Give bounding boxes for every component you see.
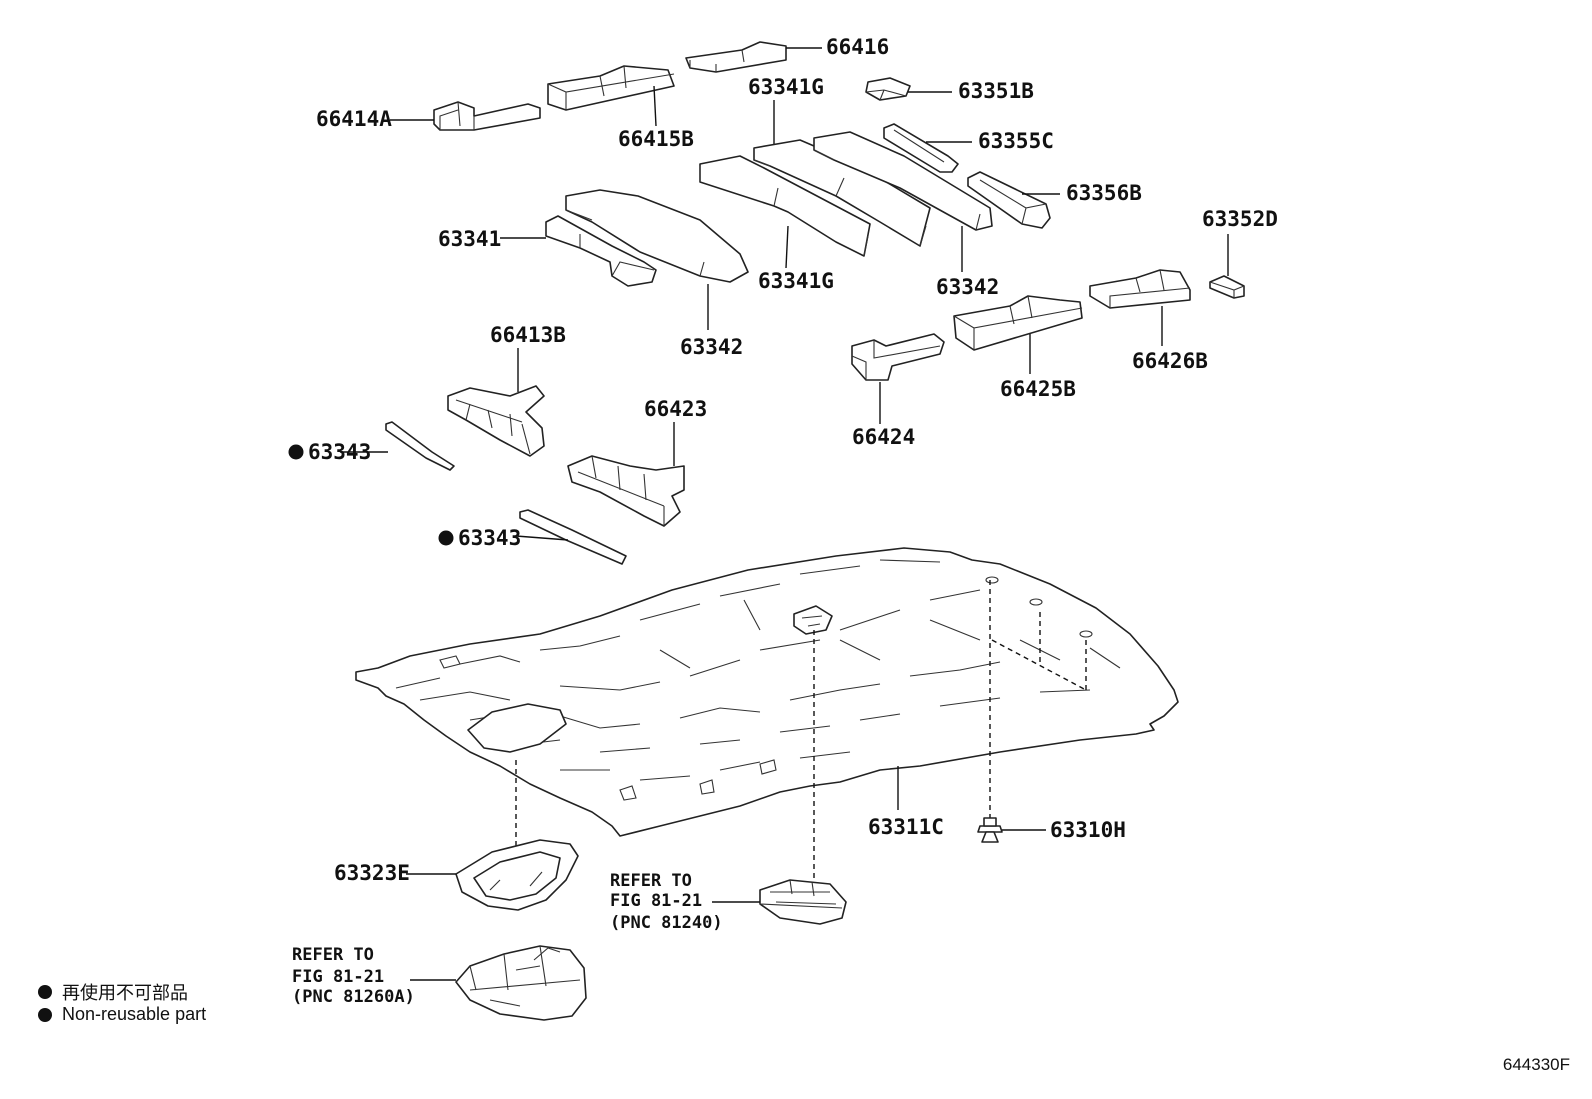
part-63351B-pad: [865, 77, 911, 101]
label-66414A: 66414A: [316, 107, 392, 131]
part-66415B-pad: [547, 65, 675, 111]
label-66416: 66416: [826, 35, 889, 59]
part-63343-strip-a: [385, 421, 455, 471]
label-63351B: 63351B: [958, 79, 1034, 103]
label-63310H: 63310H: [1050, 818, 1126, 842]
non-reusable-dot-a: [288, 444, 304, 460]
part-63342-panel-right: [813, 131, 993, 231]
label-63343-a: 63343: [308, 440, 371, 464]
legend-japanese-row: 再使用不可部品: [38, 979, 188, 1005]
legend-japanese-text: 再使用不可部品: [62, 983, 188, 1003]
label-63311C: 63311C: [868, 815, 944, 839]
ref-console-line2: FIG 81-21: [292, 967, 384, 987]
part-66413B-pad: [447, 385, 545, 457]
part-map-lamp-81240: [759, 879, 847, 925]
label-63356B: 63356B: [1066, 181, 1142, 205]
part-66416-pad: [685, 41, 787, 73]
label-66426B: 66426B: [1132, 349, 1208, 373]
label-63341G-bottom: 63341G: [758, 269, 834, 293]
legend-dot-icon: [38, 1007, 52, 1022]
legend-english-text: Non-reusable part: [62, 1004, 207, 1024]
legend-english-row: Non-reusable part: [38, 1004, 206, 1025]
part-66414A-pad: [433, 101, 541, 131]
part-63356B-pad: [967, 171, 1051, 229]
ref-console-line1: REFER TO: [292, 945, 374, 965]
label-63342-left: 63342: [680, 335, 743, 359]
label-63342-right: 63342: [936, 275, 999, 299]
part-66423-pad: [567, 455, 685, 527]
part-66426B-pad: [1089, 269, 1191, 309]
label-63341G-top: 63341G: [748, 75, 824, 99]
part-63323E-bezel: [455, 839, 579, 911]
label-63343-b: 63343: [458, 526, 521, 550]
legend-dot-icon: [38, 985, 52, 999]
label-66413B: 66413B: [490, 323, 566, 347]
ref-console-line3: (PNC 81260A): [292, 987, 415, 1007]
part-63352D-pad: [1209, 275, 1245, 299]
part-63310H-clip: [977, 817, 1003, 843]
label-66423: 66423: [644, 397, 707, 421]
leader-66415B: [653, 85, 657, 127]
part-63341G-panel-a: [699, 155, 871, 257]
figure-code: 644330F: [1502, 1055, 1570, 1074]
part-63341-pad: [545, 215, 657, 287]
non-reusable-dot-b: [438, 530, 454, 546]
label-63352D: 63352D: [1202, 207, 1278, 231]
label-66424: 66424: [852, 425, 915, 449]
leader-63343-b: [515, 535, 569, 541]
part-66425B-pad: [953, 295, 1083, 351]
label-63355C: 63355C: [978, 129, 1054, 153]
label-66425B: 66425B: [1000, 377, 1076, 401]
leader-63341G-bottom: [785, 225, 789, 269]
part-63355C-pad: [883, 123, 959, 173]
part-63343-strip-b: [519, 509, 627, 565]
part-63342-panel-left: [565, 189, 749, 283]
label-63341: 63341: [438, 227, 501, 251]
label-66415B: 66415B: [618, 127, 694, 151]
part-overhead-console-81260A: [455, 945, 587, 1021]
part-63311C-headliner: [355, 547, 1179, 837]
label-63323E: 63323E: [334, 861, 410, 885]
ref-map-lamp-line2: FIG 81-21: [610, 891, 702, 911]
ref-map-lamp-line3: (PNC 81240): [610, 913, 723, 933]
ref-map-lamp-line1: REFER TO: [610, 871, 692, 891]
part-66424-pad: [851, 333, 945, 381]
